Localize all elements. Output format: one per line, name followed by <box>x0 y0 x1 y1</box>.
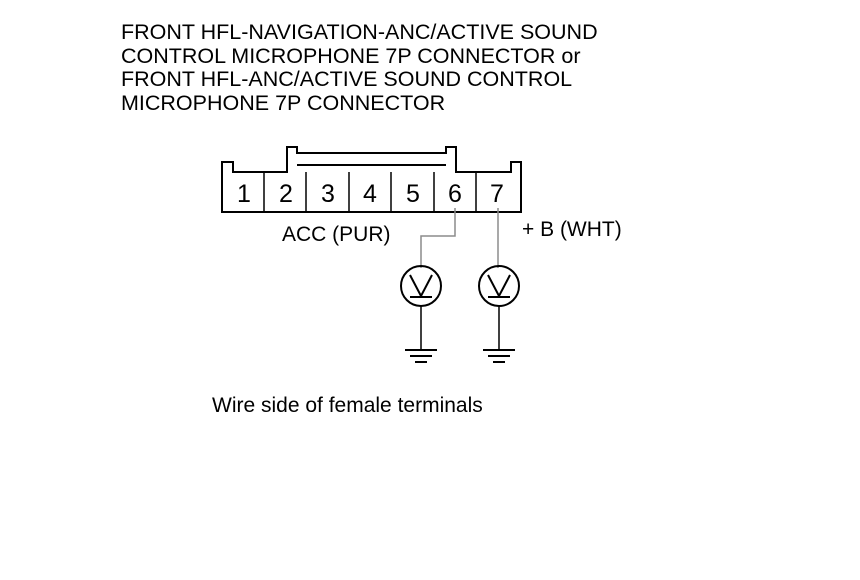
terminal-numbers: 1 2 3 4 5 6 7 <box>237 180 504 208</box>
terminal-3: 3 <box>321 180 335 208</box>
title-line-4: MICROPHONE 7P CONNECTOR <box>121 90 446 115</box>
probe-wire-terminal-6 <box>420 208 456 268</box>
terminal-6: 6 <box>448 180 462 208</box>
terminal-1: 1 <box>237 180 251 208</box>
title-line-2: CONTROL MICROPHONE 7P CONNECTOR or <box>121 43 581 68</box>
terminal-5: 5 <box>406 180 420 208</box>
battery-wire-label: + B (WHT) <box>522 218 622 241</box>
terminal-dividers <box>263 172 477 212</box>
title-line-3: FRONT HFL-ANC/ACTIVE SOUND CONTROL <box>121 67 573 91</box>
ground-icon <box>405 349 437 363</box>
connector-housing <box>221 146 522 213</box>
ground-icon <box>483 349 515 363</box>
title-line-1: FRONT HFL-NAVIGATION-ANC/ACTIVE SOUND <box>121 20 598 44</box>
acc-wire-label: ACC (PUR) <box>282 223 391 246</box>
voltmeter-icon <box>478 265 520 307</box>
diagram-title: FRONT HFL-NAVIGATION-ANC/ACTIVE SOUND CO… <box>121 20 741 115</box>
diagram-caption: Wire side of female terminals <box>212 394 483 417</box>
terminal-2: 2 <box>279 180 293 208</box>
terminal-4: 4 <box>363 180 377 208</box>
voltmeter-icon <box>400 265 442 307</box>
terminal-7: 7 <box>490 180 504 208</box>
